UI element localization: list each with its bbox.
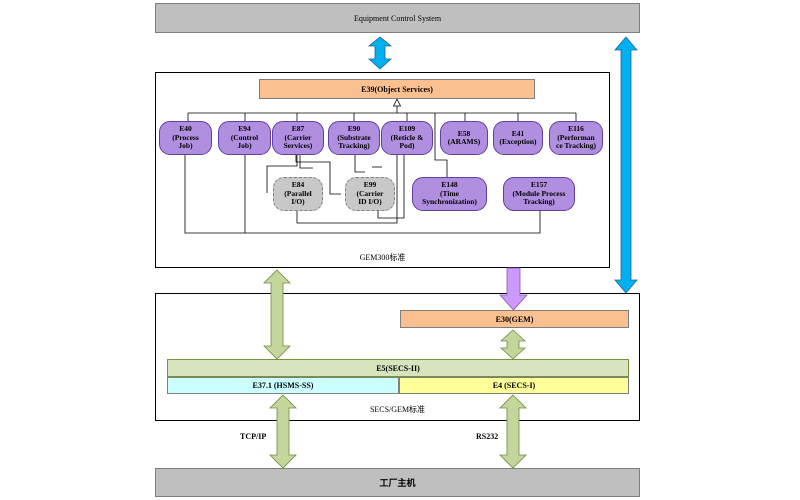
e37-hsms-band: E37.1 (HSMS-SS) (167, 377, 399, 394)
e116-performance-tracking: E116 (Performan ce Tracking) (549, 121, 603, 155)
gem300-e5-arrow (263, 269, 291, 360)
gem300-e30-arrow (499, 267, 528, 311)
gem300-caption: GEM300标准 (359, 253, 406, 262)
e41-exception: E41 (Exception) (493, 121, 543, 155)
e99-carrier-id-io: E99 (Carrier ID I/O) (345, 177, 395, 211)
e4-secs-i-band: E4 (SECS-I) (399, 377, 629, 394)
e5-label: E5(SECS-II) (376, 363, 420, 373)
rs232-label: RS232 (476, 432, 499, 441)
e148-time-synchronization: E148 (Time Synchronization) (412, 177, 487, 211)
e39-object-services-box: E39(Object Services) (259, 79, 535, 99)
e87-carrier-services: E87 (Carrier Services) (272, 121, 324, 155)
e84-parallel-io: E84 (Parallel I/O) (273, 177, 323, 211)
e30-e5-arrow (499, 329, 527, 360)
e5-secs-ii-band: E5(SECS-II) (167, 359, 629, 377)
e109-reticle-pod: E109 (Reticle & Pod) (381, 121, 433, 155)
association-lines (184, 155, 541, 234)
ecs-secsgem-arrow (614, 36, 638, 294)
e4-label: E4 (SECS-I) (492, 381, 536, 390)
factory-host-label: 工厂主机 (379, 478, 416, 488)
tcpip-arrow (269, 394, 297, 469)
e37-label: E37.1 (HSMS-SS) (252, 381, 314, 390)
equipment-control-system-label: Equipment Control System (353, 13, 442, 23)
e39-label: E39(Object Services) (361, 84, 433, 94)
e58-arams: E58 (ARAMS) (440, 121, 488, 155)
e40-process-job: E40 (Process Job) (159, 121, 212, 155)
equipment-control-system-bar: Equipment Control System (155, 3, 640, 33)
inheritance-lines (187, 104, 577, 177)
factory-host-bar: 工厂主机 (155, 468, 640, 497)
rs232-arrow (499, 394, 527, 469)
inheritance-triangle (392, 98, 402, 107)
e157-module-process-tracking: E157 (Module Process Tracking) (503, 177, 575, 211)
e30-label: E30(GEM) (495, 314, 534, 324)
gem300-panel (155, 72, 610, 268)
secs-gem-caption: SECS/GEM标准 (369, 405, 426, 414)
e90-substrate-tracking: E90 (Substrate Tracking) (328, 121, 380, 155)
ecs-gem300-arrow (367, 36, 393, 70)
tcpip-label: TCP/IP (240, 432, 267, 441)
e94-control-job: E94 (Control Job) (218, 121, 271, 155)
e30-gem-box: E30(GEM) (400, 310, 629, 328)
